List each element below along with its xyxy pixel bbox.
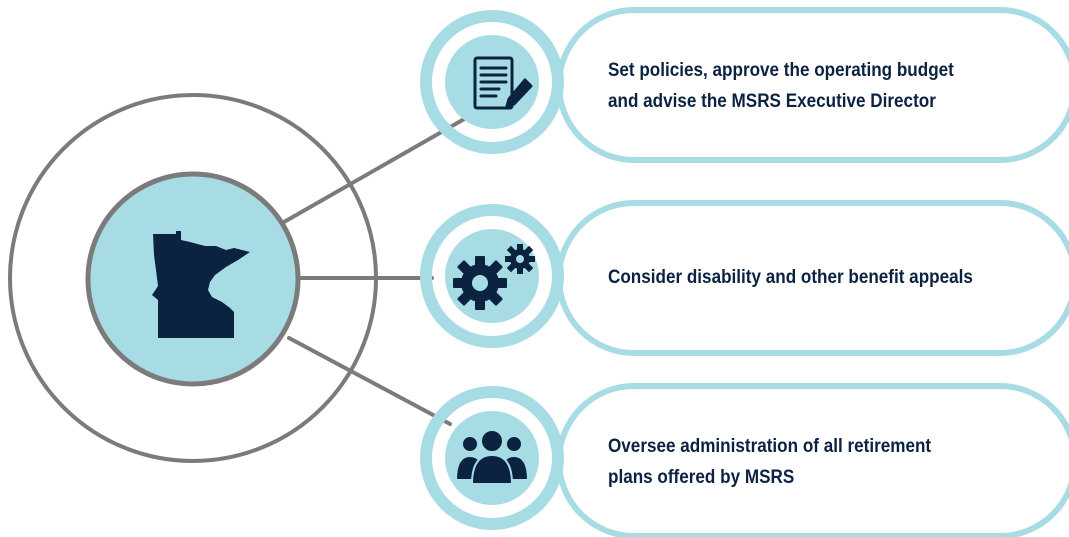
gears-icon — [453, 244, 535, 310]
duty-text-2: Consider disability and other benefit ap… — [608, 262, 973, 293]
duty-text-1: Set policies, approve the operating budg… — [608, 55, 954, 117]
duty-card-2 — [420, 200, 1069, 356]
duty-text-3: Oversee administration of all retirement… — [608, 431, 931, 493]
connector-line-bottom — [287, 336, 452, 426]
document-pen-icon — [473, 56, 533, 110]
duty-card-1 — [420, 7, 1069, 163]
icon-badge-ring — [420, 204, 564, 348]
card-outline — [556, 383, 1069, 537]
outer-ring — [8, 93, 378, 463]
minnesota-state-icon — [152, 231, 250, 338]
icon-badge-ring — [420, 386, 564, 530]
duty-line: and advise the MSRS Executive Director — [608, 91, 936, 112]
icon-badge-ring — [420, 10, 564, 154]
connector-line-top — [282, 116, 468, 224]
duty-line: Set policies, approve the operating budg… — [608, 60, 954, 81]
duty-line: plans offered by MSRS — [608, 467, 795, 488]
duty-line: Oversee administration of all retirement — [608, 436, 932, 457]
duty-line: Consider disability and other benefit ap… — [608, 267, 973, 288]
people-group-icon — [454, 429, 530, 485]
card-outline — [556, 7, 1069, 163]
card-outline — [556, 200, 1069, 356]
duty-card-3 — [420, 383, 1069, 537]
connector-lines — [282, 116, 468, 426]
